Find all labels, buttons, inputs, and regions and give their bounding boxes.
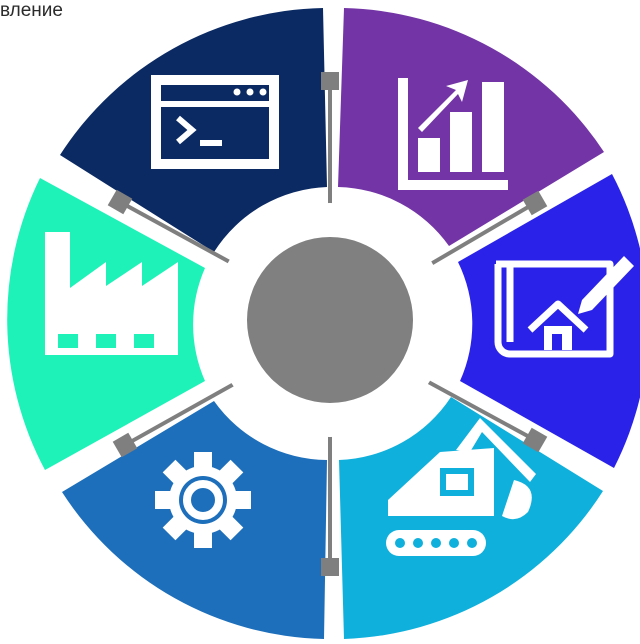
connector-knobs [107,72,548,576]
connector-lower-left [124,373,251,447]
connector-lower-right [409,370,536,442]
connector-knob-upper-left [107,189,133,215]
connector-upper-left [119,200,249,274]
factory-icon [45,232,178,355]
house-plan-icon [494,256,634,358]
gear-icon [155,452,251,548]
connector-knob-lower-left [112,432,138,458]
connector-knob-bottom [321,558,339,576]
terminal-icon [151,75,279,169]
growth-chart-icon [398,78,508,190]
connector-knob-upper-right [522,190,548,216]
partial-heading-text: вление [0,0,63,21]
center-circle [213,203,447,437]
excavator-icon [386,418,536,556]
connector-upper-right [410,201,537,277]
connector-knob-lower-right [522,427,548,453]
segment-excavator [339,397,603,639]
segment-house-plan-shape [458,174,640,468]
segment-excavator-shape [339,397,603,639]
segment-house-plan [458,174,640,468]
connector-knob-top [321,72,339,90]
